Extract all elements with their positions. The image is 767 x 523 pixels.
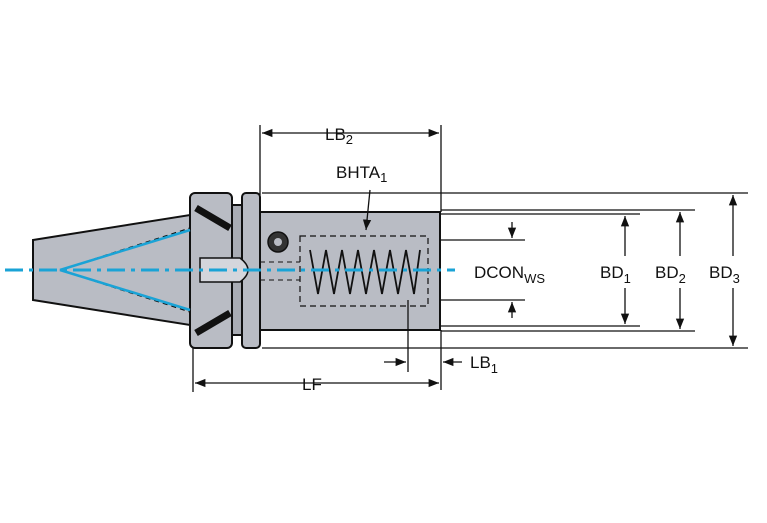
label-bd3: BD3 xyxy=(709,263,740,286)
spring-coil xyxy=(309,249,421,295)
drive-key-bottom xyxy=(194,309,232,337)
label-bd2: BD2 xyxy=(655,263,686,286)
label-bhta1: BHTA1 xyxy=(336,163,387,185)
label-lb2: LB2 xyxy=(325,125,353,147)
centerline xyxy=(5,228,455,312)
label-lf: LF xyxy=(302,375,322,394)
label-lb1: LB1 xyxy=(470,353,498,376)
drive-key-top xyxy=(194,204,232,232)
dimension-lines xyxy=(192,125,748,392)
label-bd1: BD1 xyxy=(600,263,631,286)
label-dcon-ws: DCONWS xyxy=(474,263,545,286)
